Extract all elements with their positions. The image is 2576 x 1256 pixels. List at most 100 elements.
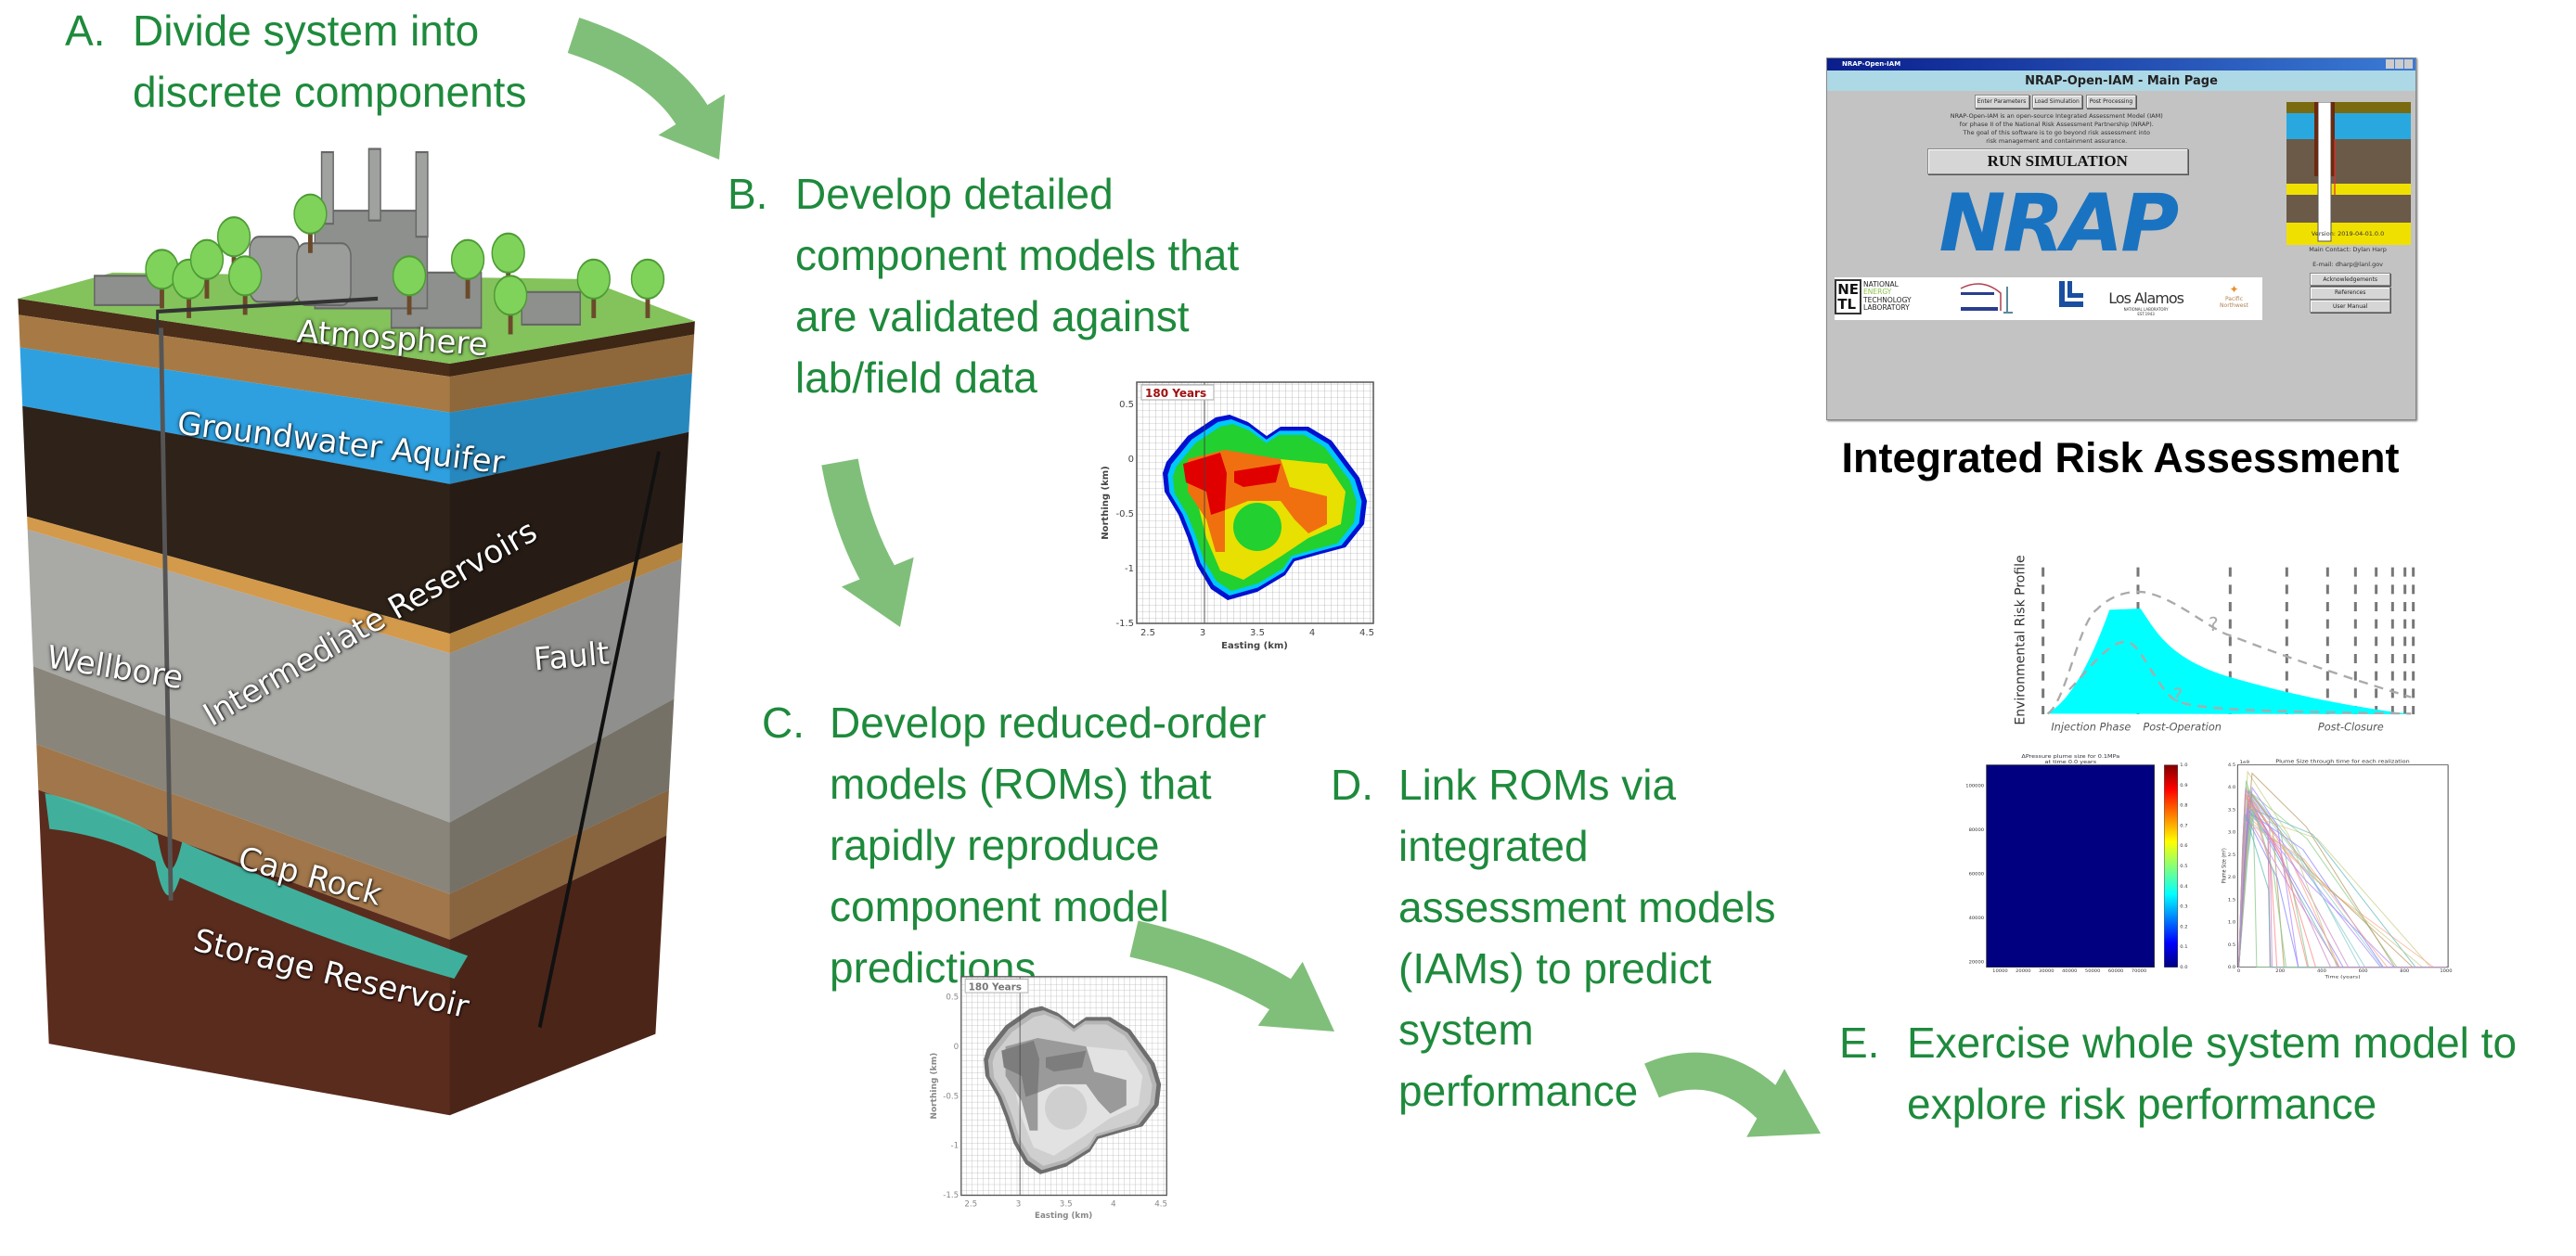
x-tick-label: 3 [1200, 628, 1205, 638]
tree-icon [491, 232, 525, 274]
load-simulation-button[interactable]: Load Simulation [2031, 94, 2082, 109]
step-line: Develop detailed [795, 170, 1114, 218]
plume-size-x-tick: 200 [2275, 969, 2285, 974]
arrow-b-to-c-body [821, 458, 896, 586]
time-label: 180 Years [1145, 387, 1206, 400]
nrap-open-iam-window: NRAP-Open-IAM NRAP-Open-IAM - Main Page … [1826, 58, 2416, 420]
y-tick-label: 0 [1128, 455, 1134, 465]
user-manual-button[interactable]: User Manual [2309, 300, 2391, 313]
heatmap-x-tick: 70000 [2132, 969, 2147, 974]
minimize-icon[interactable] [2386, 59, 2394, 69]
step-letter: E. [1839, 1019, 1880, 1067]
step-letter: B. [728, 170, 768, 218]
tree-trunk [242, 288, 248, 315]
references-button[interactable]: References [2309, 286, 2391, 300]
soil-layer [19, 314, 695, 413]
co2-plume [45, 793, 469, 979]
x-tick-label: 3.5 [1250, 628, 1265, 638]
step-line: performance [1398, 1067, 1639, 1115]
tree-icon [216, 216, 251, 258]
app-description: NRAP-Open-IAM is an open-source Integrat… [1933, 112, 2180, 146]
plume-size-y-tick: 2.0 [2228, 876, 2235, 880]
app-header: NRAP-Open-IAM - Main Page [1827, 70, 2415, 91]
time-label: 180 Years [969, 980, 1022, 993]
tree-icon [576, 258, 611, 300]
phase-label-injection: Injection Phase [2051, 720, 2131, 733]
step-line: integrated [1398, 822, 1589, 870]
plume-size-x-tick: 0 [2237, 969, 2240, 974]
step-letter: C. [762, 698, 805, 747]
window-controls[interactable] [2386, 59, 2413, 69]
plot-frame [960, 976, 1167, 1197]
plume-size-y-tick: 1.5 [2228, 898, 2235, 903]
heatmap-y-tick: 80000 [1969, 828, 1985, 833]
window-title: NRAP-Open-IAM [1842, 60, 1901, 68]
los-alamos-logo: Los Alamos NATIONAL LABORATORY EST.1943 [2108, 288, 2184, 316]
storage-tank [296, 242, 352, 306]
tree-trunk [591, 291, 597, 318]
heatmap-title-line2: at time 0.0 years [2045, 761, 2097, 765]
y-tick-label: 0.5 [1119, 400, 1134, 410]
colorbar-tick: 0.1 [2180, 945, 2187, 950]
step-line: (IAMs) to predict [1398, 944, 1712, 993]
tree-icon [227, 255, 263, 297]
heatmap-x-tick: 30000 [2039, 969, 2054, 974]
y-tick-label: -1.5 [1115, 619, 1134, 629]
x-axis-label: Easting (km) [1035, 1211, 1092, 1221]
risk-y-axis-label: Environmental Risk Profile [2014, 555, 2029, 724]
description-line: NRAP-Open-IAM is an open-source Integrat… [1950, 112, 2163, 121]
wellbore-schematic [2286, 101, 2411, 245]
plume-size-y-tick: 1.0 [2228, 920, 2235, 925]
groundwater-aquifer-layer [19, 347, 692, 484]
berkeley-lab-logo [1960, 283, 2013, 314]
colorbar-tick: 0.0 [2180, 966, 2187, 970]
plume-size-y-tick: 2.5 [2228, 852, 2235, 857]
shale-layer [22, 405, 689, 634]
plume-low-zone [1045, 1085, 1088, 1130]
step-line: component models that [795, 231, 1240, 279]
arrow-b-to-c-head [841, 557, 914, 627]
y-tick-label: -0.5 [943, 1092, 959, 1101]
arrow-c-to-d-body [1129, 920, 1295, 1014]
close-icon[interactable] [2404, 59, 2413, 69]
y-tick-label: -1.5 [943, 1191, 959, 1200]
tree-trunk [308, 226, 313, 253]
acknowledgements-button[interactable]: Acknowledgements [2309, 273, 2391, 287]
enter-parameters-button[interactable]: Enter Parameters [1974, 94, 2029, 109]
lower-bound-dashed-curve [2068, 640, 2412, 715]
tree-icon [630, 258, 665, 300]
x-tick-label: 2.5 [1140, 628, 1155, 638]
y-tick-label: 0.5 [946, 993, 959, 1002]
step-letter: D. [1331, 761, 1373, 809]
heatmap-x-tick: 40000 [2062, 969, 2078, 974]
arrow-a-to-b-head [658, 94, 726, 160]
x-axis-label: Easting (km) [1221, 641, 1288, 651]
tree-trunk [645, 291, 650, 318]
time-label-box [964, 979, 1029, 993]
post-processing-button[interactable]: Post Processing [2085, 94, 2136, 109]
heatmap-x-tick: 60000 [2108, 969, 2124, 974]
plume-size-y-tick: 3.0 [2228, 830, 2235, 835]
risk-area [2046, 609, 2412, 714]
plume-size-x-tick: 600 [2359, 969, 2368, 974]
maximize-icon[interactable] [2395, 59, 2403, 69]
tree-icon [293, 193, 328, 235]
run-simulation-button[interactable]: RUN SIMULATION [1926, 148, 2188, 174]
heatmap-y-tick: 40000 [1969, 916, 1985, 921]
phase-label-post-closure: Post-Closure [2318, 720, 2384, 733]
step-line: explore risk performance [1907, 1080, 2377, 1128]
environmental-risk-profile-chart: ? ? Environmental Risk Profile Injection… [2014, 555, 2415, 733]
step-line: rapidly reproduce [830, 821, 1160, 869]
description-line: The goal of this software is to go beyon… [1963, 129, 2150, 137]
step-b: B. Develop detailed component models that… [728, 163, 1239, 408]
smokestack [415, 150, 429, 238]
step-line: are validated against [795, 292, 1190, 340]
heatmap-title-line1: ΔPressure plume size for 0.1MPa [2021, 755, 2119, 760]
nrap-logo: NRAP [1938, 177, 2179, 271]
colorbar-tick: 0.5 [2180, 864, 2187, 868]
uncertainty-mark-upper: ? [2209, 613, 2219, 635]
y-tick-label: -1 [1125, 564, 1134, 574]
step-line: models (ROMs) that [830, 760, 1212, 808]
